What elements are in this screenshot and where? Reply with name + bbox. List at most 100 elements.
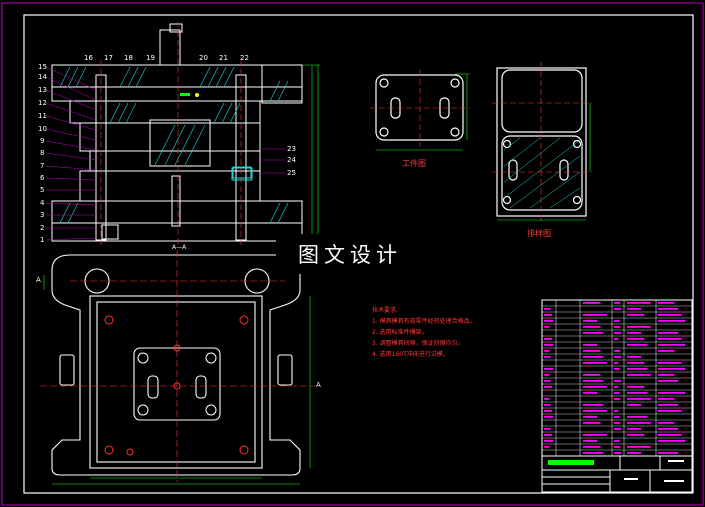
datum-marker bbox=[195, 93, 199, 97]
part-numbers-left: 15 14 13 12 11 10 9 8 7 6 5 4 3 2 1 bbox=[38, 63, 47, 244]
parts-list-entry bbox=[614, 308, 622, 310]
part-number-9: 9 bbox=[40, 137, 44, 145]
parts-list-entry bbox=[627, 332, 642, 334]
parts-list-entry bbox=[658, 398, 675, 400]
parts-list-entry bbox=[658, 422, 675, 424]
parts-list-entry bbox=[658, 374, 675, 376]
part-number-2: 2 bbox=[40, 224, 44, 232]
strip-outline bbox=[496, 67, 587, 217]
parts-list-entry bbox=[658, 452, 679, 454]
parts-list-entry bbox=[544, 416, 554, 418]
parts-list-entry bbox=[544, 446, 550, 448]
parts-list-entry bbox=[544, 338, 552, 340]
part-numbers-right: 23 24 25 bbox=[287, 145, 296, 177]
parts-list-entry bbox=[544, 308, 551, 310]
strip-centerlines bbox=[492, 62, 592, 222]
parts-list-entry bbox=[627, 356, 642, 358]
section-marker-left: A bbox=[36, 276, 41, 284]
part-number-6: 6 bbox=[40, 174, 45, 182]
watermark-banner: 图文设计 bbox=[276, 234, 424, 274]
parts-list-entry bbox=[583, 314, 607, 316]
part-number-22: 22 bbox=[240, 54, 249, 62]
tech-requirement-4: 4. 选用160T冲床进行试模。 bbox=[372, 350, 449, 358]
part-number-25: 25 bbox=[287, 169, 296, 177]
part-dimensions bbox=[376, 73, 470, 151]
parts-list-entry bbox=[627, 314, 645, 316]
tech-requirement-1: 1. 模具模具有效零件经热处理合格品。 bbox=[372, 317, 476, 325]
parts-list-entry bbox=[544, 344, 554, 346]
section-hatching bbox=[59, 66, 289, 224]
part-number-18: 18 bbox=[124, 54, 133, 62]
parts-list-entry bbox=[627, 404, 642, 406]
part-centerlines bbox=[370, 70, 470, 146]
parts-list-entry bbox=[614, 302, 621, 304]
part-number-14: 14 bbox=[38, 73, 47, 81]
part-number-4: 4 bbox=[40, 199, 45, 207]
plan-dimensions bbox=[43, 275, 311, 485]
parts-list-entry bbox=[544, 386, 552, 388]
parts-list-entry bbox=[658, 332, 679, 334]
parts-list-entry bbox=[544, 368, 554, 370]
parts-list-entry bbox=[583, 326, 601, 328]
parts-list-entry bbox=[658, 410, 682, 412]
parts-list-entry bbox=[658, 404, 679, 406]
tech-requirements: 技术要求: 1. 模具模具有效零件经热处理合格品。 2. 选用标准件模架。 3.… bbox=[372, 306, 476, 358]
part-view bbox=[375, 74, 464, 141]
parts-list-entry bbox=[627, 392, 648, 394]
parts-list-entry bbox=[614, 386, 619, 388]
parts-list-entry bbox=[627, 446, 651, 448]
upper-plate bbox=[51, 64, 303, 88]
parts-list-entry bbox=[658, 302, 675, 304]
parts-list-entry bbox=[614, 428, 622, 430]
part-number-16: 16 bbox=[84, 54, 93, 62]
part-number-24: 24 bbox=[287, 156, 296, 164]
parts-list-entry bbox=[583, 350, 601, 352]
parts-list-entry bbox=[614, 398, 621, 400]
parts-list-table bbox=[541, 299, 693, 457]
parts-list-entry bbox=[583, 452, 604, 454]
parts-list-entry bbox=[658, 440, 686, 442]
section-view bbox=[51, 23, 303, 242]
parts-list-entry bbox=[544, 440, 554, 442]
lower-plate bbox=[51, 200, 303, 224]
parts-list-entry bbox=[544, 350, 550, 352]
parts-list-entry bbox=[627, 416, 648, 418]
plan-view-bolts bbox=[104, 315, 249, 456]
part-number-12: 12 bbox=[38, 99, 47, 107]
tech-requirement-3: 3. 调整模具间隙，保证间隙均匀。 bbox=[372, 339, 464, 347]
parts-list-entry bbox=[583, 422, 601, 424]
parts-list-entry bbox=[614, 320, 620, 322]
parts-list-entry bbox=[658, 314, 682, 316]
parts-list-entry bbox=[583, 440, 598, 442]
parts-list-entry bbox=[627, 338, 645, 340]
parts-list-entry bbox=[583, 446, 601, 448]
parts-list-entry bbox=[658, 380, 679, 382]
parts-list-entry bbox=[614, 446, 621, 448]
parts-list-entry bbox=[658, 392, 686, 394]
parts-list-entry bbox=[658, 434, 682, 436]
strip-hatching bbox=[503, 137, 581, 209]
parts-list-entry bbox=[614, 392, 620, 394]
parts-list-entry bbox=[544, 326, 550, 328]
slot-right bbox=[195, 375, 207, 399]
parts-list-entry bbox=[614, 452, 622, 454]
parts-list-entry bbox=[627, 386, 645, 388]
parts-list-entry bbox=[614, 332, 622, 334]
parts-list-entry bbox=[658, 344, 686, 346]
parts-list-entry bbox=[614, 422, 621, 424]
parts-list-entry bbox=[658, 362, 682, 364]
parts-list-entry bbox=[583, 320, 598, 322]
parts-list-entry bbox=[627, 452, 642, 454]
slot-left bbox=[147, 375, 159, 399]
parts-list-entry bbox=[544, 380, 551, 382]
parts-list-entry bbox=[627, 374, 651, 376]
part-number-10: 10 bbox=[38, 125, 47, 133]
title-block bbox=[541, 455, 693, 493]
parts-list-entry bbox=[627, 308, 642, 310]
parts-list-entry bbox=[627, 326, 651, 328]
parts-list-entry bbox=[583, 434, 607, 436]
part-number-13: 13 bbox=[38, 86, 47, 94]
parts-list-entry bbox=[658, 320, 686, 322]
tech-requirement-2: 2. 选用标准件模架。 bbox=[372, 328, 428, 336]
